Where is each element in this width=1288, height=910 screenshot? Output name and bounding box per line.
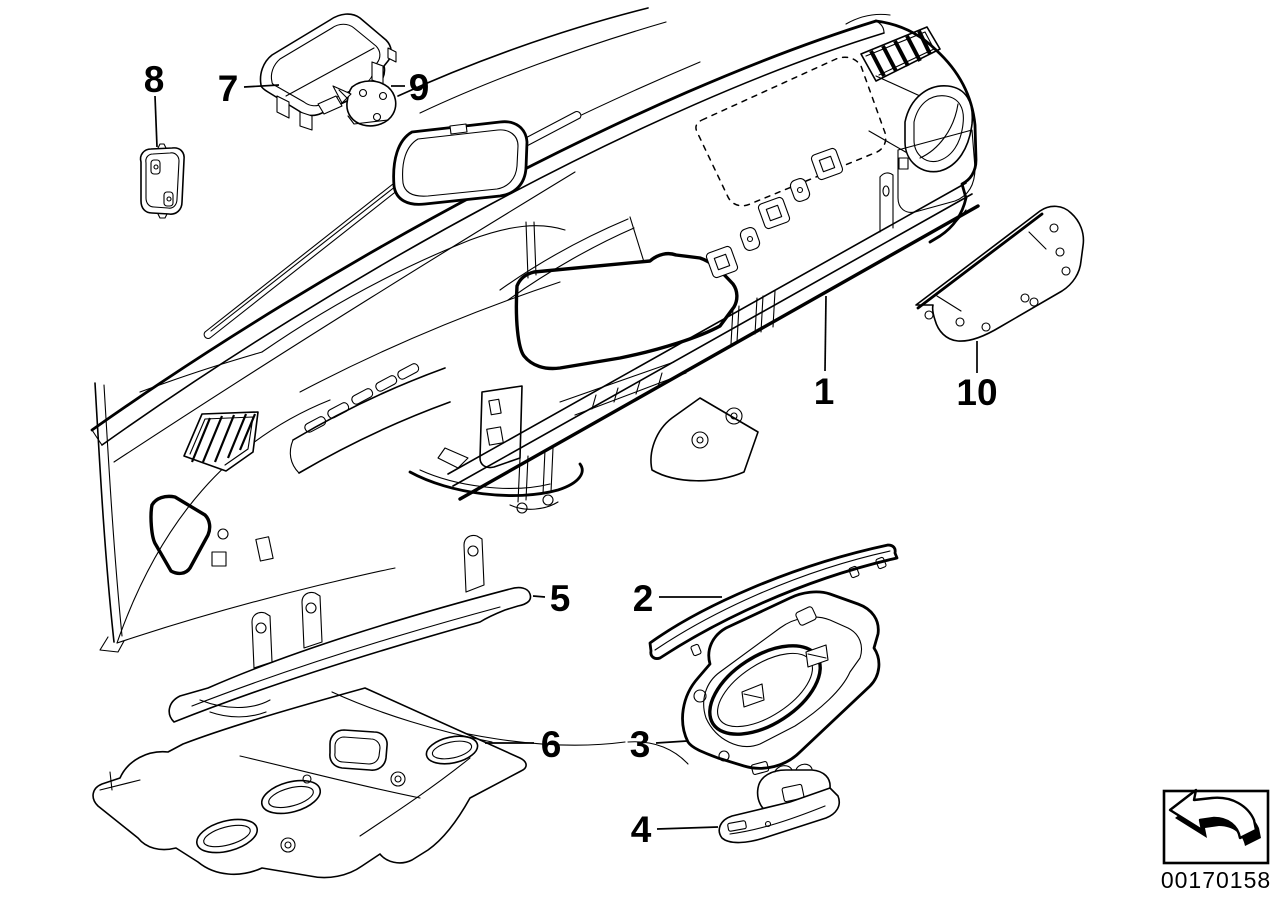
callout-7: 7: [218, 68, 280, 109]
callout-2-label: 2: [633, 578, 654, 619]
part-9-bracket: [332, 80, 397, 127]
part-4-lower-bracket: [718, 763, 841, 844]
part-5-lower-trim-rail: [168, 534, 532, 723]
part-8-mounting-plate: [139, 143, 185, 219]
callout-1: 1: [814, 295, 835, 412]
callout-7-label: 7: [218, 68, 239, 109]
callout-8-label: 8: [144, 59, 165, 100]
callout-3: 3: [630, 724, 688, 765]
callout-6-label: 6: [541, 724, 562, 765]
bent-arrow-logo-icon: [1168, 788, 1261, 846]
callout-5: 5: [532, 578, 571, 619]
part-3-cluster-surround: [681, 590, 881, 776]
callout-2: 2: [633, 578, 722, 619]
callout-9-label: 9: [409, 67, 430, 108]
callout-10: 10: [956, 341, 998, 413]
part-number-label: 00170158: [1161, 867, 1271, 893]
callout-10-label: 10: [956, 372, 997, 413]
callout-4: 4: [631, 809, 719, 850]
stamp: 00170158: [1161, 788, 1271, 893]
part-10-insulation-panel: [915, 205, 1085, 342]
part-1-instrument-panel: [90, 7, 980, 653]
callout-6: 6: [485, 724, 561, 765]
callout-5-label: 5: [550, 578, 571, 619]
callouts: 1 2 3 4 5 6 7 8: [144, 59, 998, 850]
callout-1-label: 1: [814, 371, 835, 412]
part-6-insulation-mat: [92, 687, 689, 879]
callout-8: 8: [144, 59, 165, 148]
callout-4-label: 4: [631, 809, 652, 850]
callout-3-label: 3: [630, 724, 651, 765]
callout-9: 9: [391, 67, 429, 108]
